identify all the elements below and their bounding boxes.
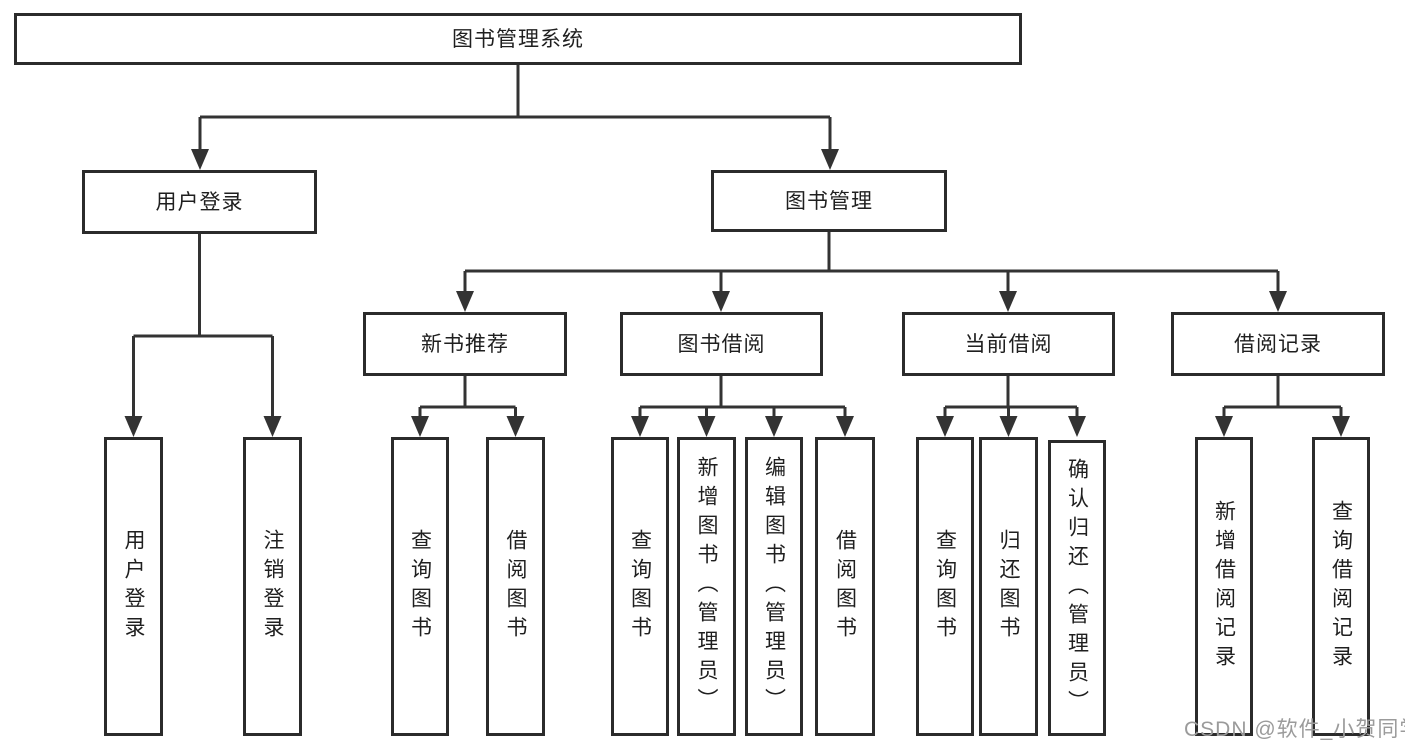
- node-label: 图书借阅: [677, 332, 766, 356]
- node-label: 新增借阅记录: [1212, 499, 1236, 674]
- leaf-cb-return-books: 归还图书: [979, 437, 1038, 736]
- node-label: 图书管理系统: [452, 27, 584, 51]
- node-label: 新书推荐: [421, 332, 509, 356]
- leaf-br-add-record: 新增借阅记录: [1195, 437, 1253, 736]
- leaf-bb-borrow-books: 借阅图书: [815, 437, 875, 736]
- node-book-management: 图书管理: [711, 170, 947, 232]
- node-label: 用户登录: [155, 190, 244, 214]
- node-label: 注销登录: [261, 528, 284, 645]
- leaf-bb-edit-books-admin: 编辑图书（管理员）: [745, 437, 803, 736]
- node-label: 当前借阅: [964, 332, 1053, 356]
- leaf-cb-query-books: 查询图书: [916, 437, 974, 736]
- node-new-book-recommend: 新书推荐: [363, 312, 567, 376]
- node-label: 借阅记录: [1234, 332, 1322, 356]
- node-label: 查询图书: [628, 528, 652, 645]
- node-current-borrowing: 当前借阅: [902, 312, 1115, 376]
- leaf-nbr-query-books: 查询图书: [391, 437, 449, 736]
- node-label: 归还图书: [997, 528, 1020, 645]
- node-label: 编辑图书（管理员）: [762, 456, 786, 717]
- node-user-login: 用户登录: [82, 170, 317, 234]
- node-label: 新增图书（管理员）: [695, 456, 718, 717]
- node-book-borrowing: 图书借阅: [620, 312, 823, 376]
- node-label: 图书管理: [785, 189, 873, 213]
- leaf-bb-query-books: 查询图书: [611, 437, 669, 736]
- node-library-management-system: 图书管理系统: [14, 13, 1022, 65]
- leaf-user-login: 用户登录: [104, 437, 163, 736]
- leaf-cb-confirm-return-admin: 确认归还（管理员）: [1048, 440, 1106, 736]
- node-label: 查询借阅记录: [1329, 499, 1353, 674]
- leaf-bb-add-books-admin: 新增图书（管理员）: [677, 437, 736, 736]
- csdn-watermark: CSDN @软件_小贺同学: [1184, 718, 1405, 741]
- node-label: 借阅图书: [833, 528, 857, 645]
- leaf-br-query-record: 查询借阅记录: [1312, 437, 1370, 736]
- node-label: 确认归还（管理员）: [1065, 457, 1089, 719]
- node-borrowing-records: 借阅记录: [1171, 312, 1385, 376]
- node-label: 用户登录: [122, 528, 145, 645]
- node-label: 查询图书: [408, 528, 432, 645]
- leaf-logout: 注销登录: [243, 437, 302, 736]
- node-label: 查询图书: [933, 528, 957, 645]
- node-label: 借阅图书: [504, 528, 527, 645]
- leaf-nbr-borrow-books: 借阅图书: [486, 437, 545, 736]
